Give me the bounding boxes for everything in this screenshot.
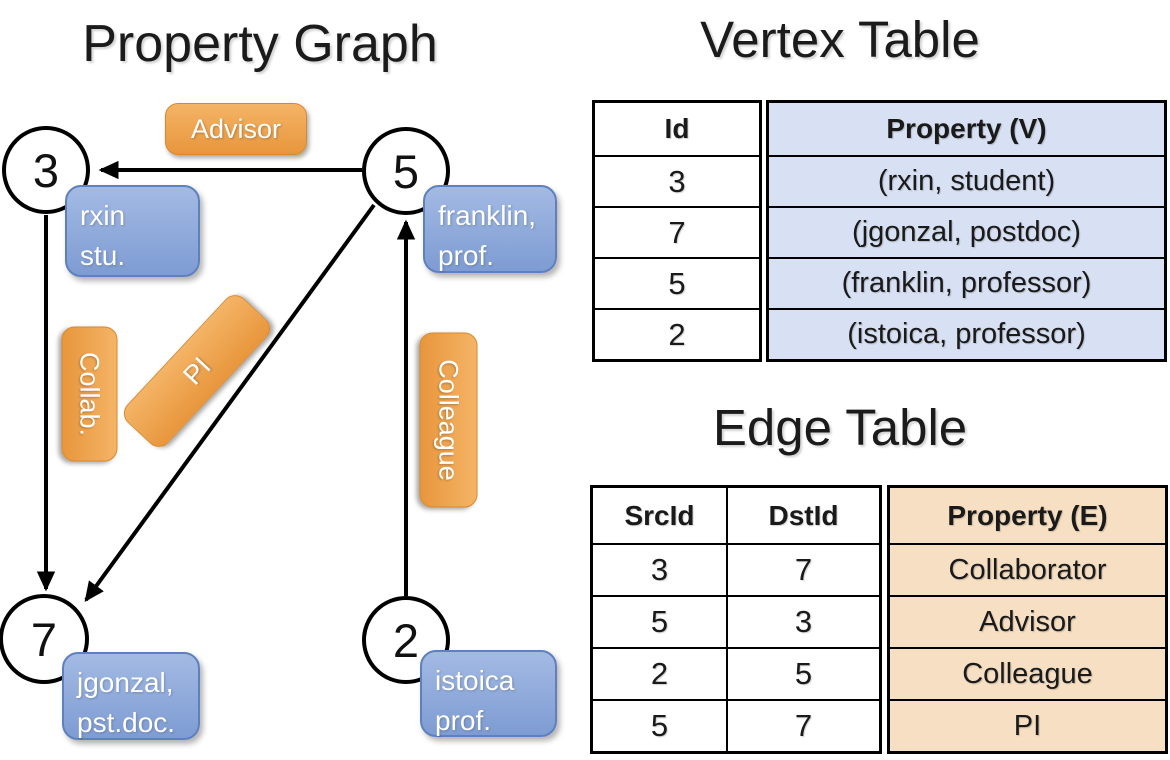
vertex-property-box-5: franklin, prof.: [423, 185, 557, 273]
edge-table-id-columns: SrcId DstId 3 7 5 3 2 5 5 7: [590, 485, 882, 754]
edge-table-cell-dst: 5: [726, 647, 879, 699]
vertex-property-line: jgonzal,: [77, 667, 174, 698]
vertex-property-line: stu.: [80, 239, 126, 271]
vertex-property-line: rxin: [80, 200, 126, 231]
vertex-node-5-id: 5: [392, 144, 420, 198]
edge-label-colleague: Colleague: [419, 332, 478, 508]
property-graph-title: Property Graph: [82, 15, 438, 73]
vertex-property-box-3: rxin stu.: [65, 185, 200, 277]
vertex-table-cell-id: 3: [595, 155, 759, 206]
vertex-node-7-id: 7: [30, 612, 58, 666]
vertex-table-header-property: Property (V): [769, 103, 1164, 155]
edge-table-cell-property: Colleague: [890, 647, 1165, 699]
vertex-property-line: prof.: [438, 239, 495, 271]
vertex-table-cell-property: (jgonzal, postdoc): [769, 206, 1164, 257]
vertex-table-cell-id: 7: [595, 206, 759, 257]
edge-table-cell-property: Collaborator: [890, 543, 1165, 595]
vertex-node-3-id: 3: [32, 143, 60, 197]
vertex-table-header-id: Id: [664, 113, 690, 144]
edge-table-cell-property: Advisor: [890, 595, 1165, 647]
vertex-table-cell-id: 2: [595, 308, 759, 359]
edge-pi-arrow: [84, 203, 376, 602]
vertex-property-line: prof.: [435, 704, 492, 736]
edge-table-cell-dst: 7: [726, 543, 879, 595]
vertex-property-box-7: jgonzal, pst.doc.: [62, 652, 200, 740]
edge-label-collaborator: Collab.: [61, 326, 118, 462]
vertex-property-line: pst.doc.: [77, 706, 176, 738]
edge-table-header-dstid: DstId: [726, 488, 879, 543]
vertex-node-2-id: 2: [392, 613, 420, 667]
graph-edges-svg: [36, 160, 416, 602]
edge-table-property-column: Property (E) Collaborator Advisor Collea…: [887, 485, 1168, 754]
vertex-table-cell-id: 5: [595, 257, 759, 308]
edge-table-cell-src: 5: [593, 699, 726, 751]
vertex-property-line: istoica: [435, 665, 515, 696]
edge-table-header-srcid: SrcId: [624, 499, 695, 531]
vertex-table: Id 3 7 5 2 Property (V) (rxin, student) …: [592, 100, 1167, 362]
edge-table: SrcId DstId 3 7 5 3 2 5 5 7 Property (E)…: [590, 485, 1168, 754]
edge-table-cell-src: 5: [593, 595, 726, 647]
edge-table-cell-property: PI: [890, 699, 1165, 751]
edge-table-cell-dst: 3: [726, 595, 879, 647]
vertex-table-property-column: Property (V) (rxin, student) (jgonzal, p…: [766, 100, 1167, 362]
vertex-node-2: 2: [362, 596, 450, 684]
edge-table-cell-src: 2: [593, 647, 726, 699]
edge-table-header-property: Property (E): [890, 488, 1165, 543]
edge-table-title: Edge Table: [712, 399, 968, 456]
vertex-node-5: 5: [362, 127, 450, 215]
vertex-property-box-2: istoica prof.: [420, 650, 557, 737]
vertex-table-cell-property: (rxin, student): [769, 155, 1164, 206]
vertex-table-title: Vertex Table: [700, 11, 980, 68]
edge-table-cell-src: 3: [593, 543, 726, 595]
vertex-property-line: franklin,: [438, 200, 537, 231]
vertex-table-cell-property: (istoica, professor): [769, 308, 1164, 359]
edge-label-advisor: Advisor: [165, 103, 307, 155]
vertex-table-cell-property: (franklin, professor): [769, 257, 1164, 308]
vertex-table-id-column: Id 3 7 5 2: [592, 100, 762, 362]
edge-table-cell-dst: 7: [726, 699, 879, 751]
